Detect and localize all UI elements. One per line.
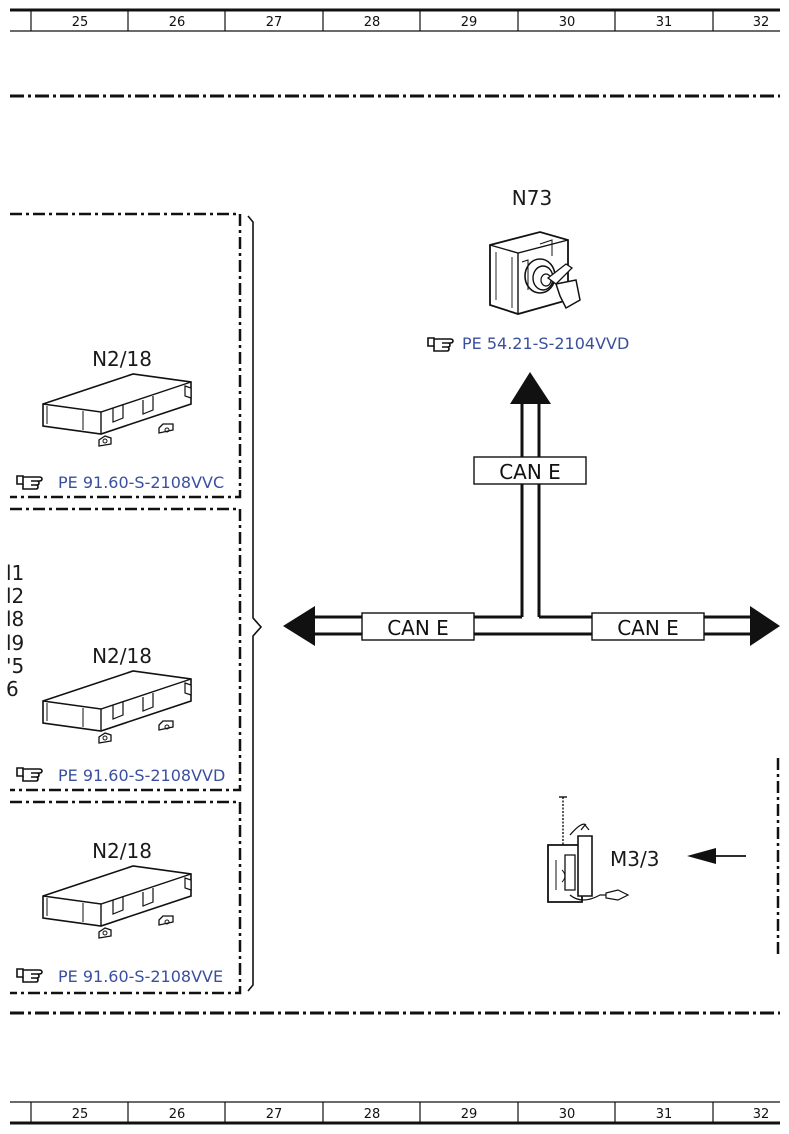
ruler-col-25: 25 — [72, 1107, 89, 1122]
ignition-switch-icon — [489, 231, 581, 315]
control-unit-icon — [42, 670, 192, 744]
clipped-side-text: l1 l2 l8 l9 '5 6 — [6, 561, 24, 701]
can-e-label-left: CAN E — [387, 616, 449, 640]
can-e-label-right: CAN E — [617, 616, 679, 640]
can-label-box-right — [591, 612, 705, 641]
can-label-box-top — [473, 456, 587, 485]
ruler-col-26: 26 — [169, 1107, 186, 1122]
n2-18-variant-boxes — [10, 212, 263, 995]
ruler-col-29: 29 — [461, 15, 478, 30]
arrow-left-icon — [283, 606, 315, 646]
ruler-col-31: 31 — [656, 15, 673, 30]
side-text-5: '5 — [6, 654, 24, 678]
control-unit-icon — [42, 373, 192, 447]
n2-18-ref-1[interactable]: PE 91.60-S-2108VVC — [58, 473, 224, 492]
arrow-right-icon — [750, 606, 780, 646]
ruler-col-25: 25 — [72, 15, 89, 30]
ruler-col-31: 31 — [656, 1107, 673, 1122]
pointing-hand-icon — [427, 337, 454, 352]
m3-3-label: M3/3 — [610, 847, 659, 871]
pointing-hand-icon — [16, 968, 43, 983]
can-e-label-top: CAN E — [499, 460, 561, 484]
n2-18-label-2: N2/18 — [92, 644, 152, 668]
ruler-col-29: 29 — [461, 1107, 478, 1122]
pointing-hand-icon — [16, 767, 43, 782]
can-e-bus — [283, 372, 780, 646]
n2-18-ref-2[interactable]: PE 91.60-S-2108VVD — [58, 766, 225, 785]
pointing-hand-icon — [16, 475, 43, 490]
n73-label: N73 — [512, 186, 552, 210]
ruler-col-27: 27 — [266, 1107, 283, 1122]
control-unit-icon — [42, 865, 192, 939]
n2-18-label-1: N2/18 — [92, 347, 152, 371]
ruler-col-28: 28 — [364, 1107, 381, 1122]
variant-brace — [247, 215, 263, 992]
side-text-3: l8 — [6, 607, 24, 631]
top-ruler: 25 26 27 28 29 30 31 32 — [10, 8, 780, 32]
ruler-col-32: 32 — [753, 1107, 770, 1122]
arrow-left-icon — [687, 848, 716, 864]
ruler-col-27: 27 — [266, 15, 283, 30]
n2-18-label-3: N2/18 — [92, 839, 152, 863]
n73-ref[interactable]: PE 54.21-S-2104VVD — [462, 334, 629, 353]
ruler-col-30: 30 — [559, 15, 576, 30]
side-text-1: l1 — [6, 561, 24, 585]
side-text-6: 6 — [6, 677, 19, 701]
side-text-2: l2 — [6, 584, 24, 608]
ruler-col-28: 28 — [364, 15, 381, 30]
fuel-pump-icon — [547, 796, 630, 903]
ruler-col-30: 30 — [559, 1107, 576, 1122]
n2-18-ref-3[interactable]: PE 91.60-S-2108VVE — [58, 967, 223, 986]
side-text-4: l9 — [6, 631, 24, 655]
can-label-box-left — [361, 612, 475, 641]
bottom-ruler: 25 26 27 28 29 30 31 32 — [10, 1101, 780, 1125]
arrow-up-icon — [510, 372, 551, 404]
ruler-col-32: 32 — [753, 15, 770, 30]
ruler-col-26: 26 — [169, 15, 186, 30]
